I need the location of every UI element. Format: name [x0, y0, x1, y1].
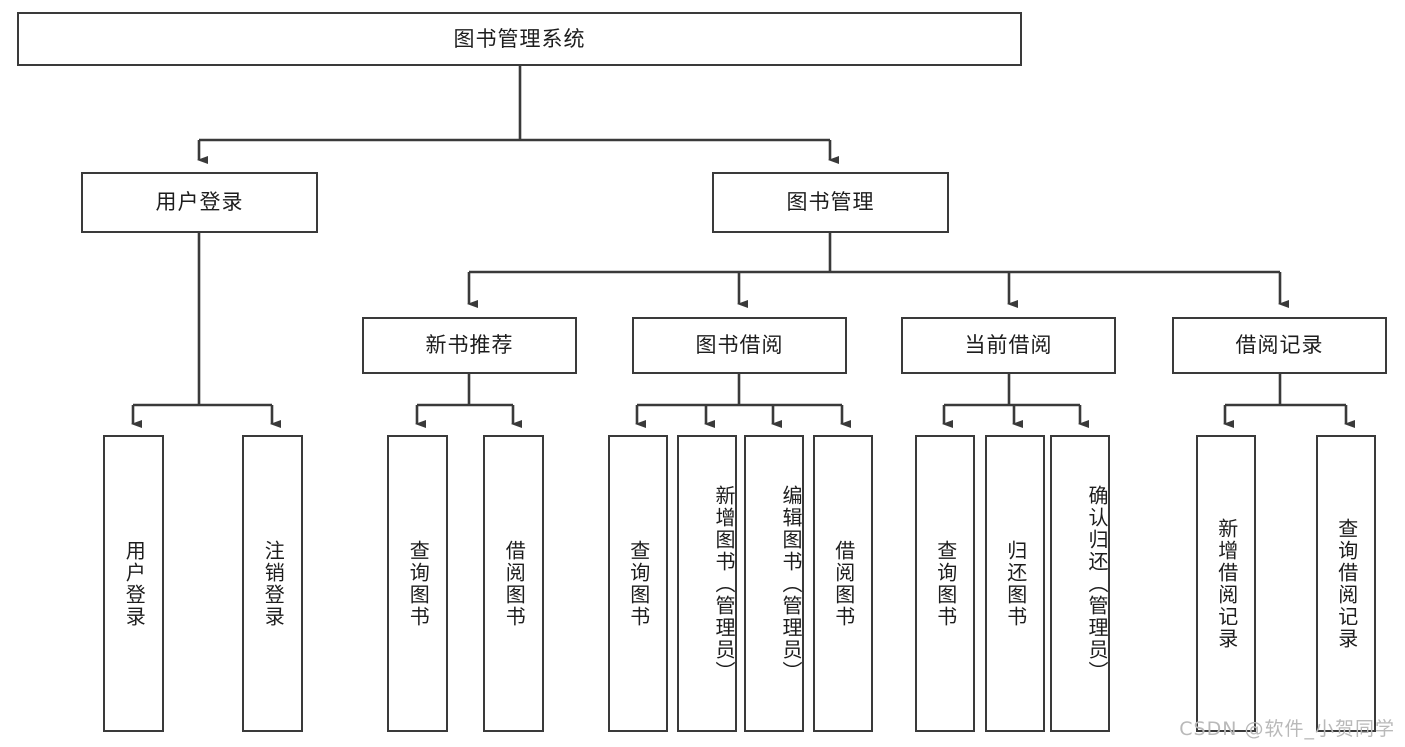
node-leaf-query-borrow-record[interactable]: 查询借阅记录 — [1316, 435, 1376, 732]
node-leaf-user-login[interactable]: 用户登录 — [103, 435, 164, 732]
node-leaf-logout[interactable]: 注销登录 — [242, 435, 303, 732]
node-label: 查询图书 — [406, 539, 431, 628]
node-leaf-return-book[interactable]: 归还图书 — [985, 435, 1045, 732]
node-book-manage[interactable]: 图书管理 — [712, 172, 949, 233]
node-user-login[interactable]: 用户登录 — [81, 172, 318, 233]
node-label: 借阅图书 — [831, 539, 856, 628]
node-label: 图书管理系统 — [453, 26, 586, 51]
node-leaf-add-borrow-record[interactable]: 新增借阅记录 — [1196, 435, 1256, 732]
node-label: 用户登录 — [122, 539, 147, 628]
node-label: 借阅图书 — [502, 539, 527, 628]
node-label: 编辑图书（管理员） — [779, 484, 803, 683]
node-root-book-management-system[interactable]: 图书管理系统 — [17, 12, 1022, 66]
node-label: 新书推荐 — [425, 333, 514, 358]
node-leaf-add-book-admin[interactable]: 新增图书（管理员） — [677, 435, 737, 732]
node-leaf-query-book-1[interactable]: 查询图书 — [387, 435, 448, 732]
node-label: 借阅记录 — [1235, 333, 1324, 358]
node-label: 查询图书 — [626, 539, 651, 628]
node-label: 确认归还（管理员） — [1085, 484, 1109, 683]
node-label: 新增借阅记录 — [1214, 517, 1239, 650]
node-label: 注销登录 — [261, 539, 286, 628]
node-label: 当前借阅 — [964, 333, 1053, 358]
csdn-watermark: CSDN @软件_小贺同学 — [1179, 718, 1395, 740]
node-new-book-recommend[interactable]: 新书推荐 — [362, 317, 577, 374]
node-label: 图书借阅 — [695, 333, 784, 358]
node-leaf-query-book-2[interactable]: 查询图书 — [608, 435, 668, 732]
node-current-borrow[interactable]: 当前借阅 — [901, 317, 1116, 374]
node-label: 查询借阅记录 — [1334, 517, 1359, 650]
node-label: 用户登录 — [155, 190, 244, 215]
node-leaf-edit-book-admin[interactable]: 编辑图书（管理员） — [744, 435, 804, 732]
node-leaf-confirm-return-admin[interactable]: 确认归还（管理员） — [1050, 435, 1110, 732]
node-book-borrow[interactable]: 图书借阅 — [632, 317, 847, 374]
node-leaf-query-book-3[interactable]: 查询图书 — [915, 435, 975, 732]
node-label: 查询图书 — [933, 539, 958, 628]
node-leaf-borrow-book-2[interactable]: 借阅图书 — [813, 435, 873, 732]
node-label: 新增图书（管理员） — [712, 484, 736, 683]
node-leaf-borrow-book-1[interactable]: 借阅图书 — [483, 435, 544, 732]
node-borrow-record[interactable]: 借阅记录 — [1172, 317, 1387, 374]
node-label: 归还图书 — [1003, 539, 1028, 628]
node-label: 图书管理 — [786, 190, 875, 215]
